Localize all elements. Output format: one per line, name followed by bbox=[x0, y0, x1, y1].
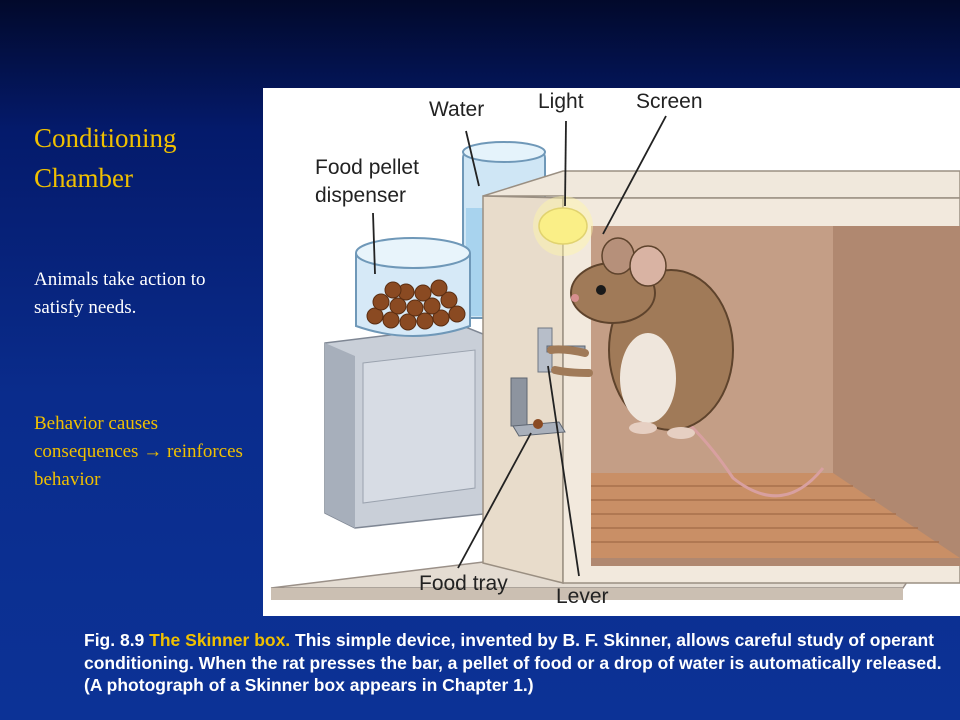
label-screen: Screen bbox=[636, 90, 703, 113]
water-bottle-top bbox=[462, 141, 546, 163]
chamber-floor bbox=[591, 473, 960, 558]
bullet-animals-take-action: Animals take action to satisfy needs. bbox=[34, 269, 206, 318]
label-food-tray: Food tray bbox=[419, 572, 508, 595]
floor-grid bbox=[591, 485, 939, 543]
dispenser-stand-panel bbox=[362, 349, 476, 504]
chamber-top bbox=[482, 170, 960, 199]
bullet-continuation: reinforces behavior bbox=[34, 441, 243, 490]
bullet-behavior-causes-consequences: Behavior causes consequences → reinforce… bbox=[34, 410, 244, 494]
arrow-icon: → bbox=[143, 441, 163, 462]
tray-pellet bbox=[533, 419, 543, 429]
tray-chute bbox=[510, 377, 528, 427]
pellet-jar-top bbox=[355, 237, 471, 269]
title-line-2: Chamber bbox=[34, 163, 133, 193]
food-tray bbox=[512, 421, 566, 437]
light-bulb bbox=[538, 207, 588, 245]
title-line-1: Conditioning bbox=[34, 123, 177, 153]
label-light: Light bbox=[538, 90, 584, 113]
caption-text: This simple device, invented by B. F. Sk… bbox=[84, 630, 942, 695]
dispenser-stand-side bbox=[325, 343, 355, 528]
light-glow bbox=[533, 196, 593, 256]
label-leader-lines bbox=[372, 115, 667, 577]
label-dispenser: dispenser bbox=[315, 184, 406, 207]
label-water: Water bbox=[429, 98, 484, 121]
skinner-box-drawing: Water Light Screen Food pellet dispenser… bbox=[270, 90, 960, 608]
figure-caption: Fig. 8.9 The Skinner box. This simple de… bbox=[84, 629, 954, 720]
base-board-edge bbox=[271, 588, 903, 600]
food-pellets bbox=[366, 279, 466, 331]
rat bbox=[547, 237, 825, 498]
caption-fig-number: Fig. 8.9 bbox=[84, 630, 145, 650]
slide-title: Conditioning Chamber bbox=[34, 118, 254, 198]
caption-fig-title: The Skinner box. bbox=[149, 630, 291, 650]
label-lever: Lever bbox=[556, 585, 609, 608]
label-food-pellet: Food pellet bbox=[315, 156, 419, 179]
skinner-box-illustration: Water Light Screen Food pellet dispenser… bbox=[263, 88, 960, 616]
bullet-text: Behavior causes consequences bbox=[34, 413, 158, 462]
